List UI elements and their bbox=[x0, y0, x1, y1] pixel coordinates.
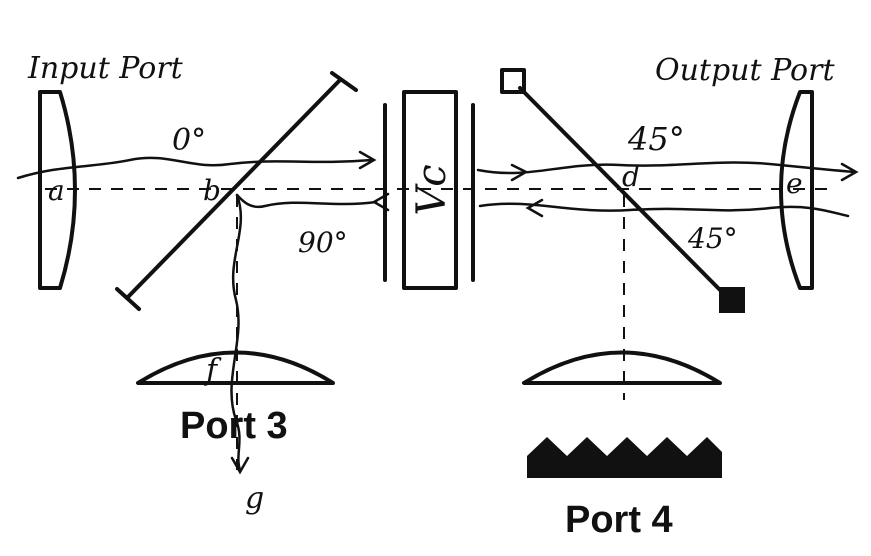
angle-90-label: 90° bbox=[298, 226, 348, 259]
beam-port3-wavy bbox=[230, 193, 243, 472]
point-a-label: a bbox=[48, 174, 65, 207]
beam-output-forward bbox=[476, 161, 857, 175]
beam-splitter bbox=[126, 78, 342, 299]
point-e-label: e bbox=[786, 167, 803, 200]
vc-label: Vc bbox=[409, 164, 455, 215]
beam-return-90deg bbox=[235, 193, 378, 209]
beam-output-return-arrow bbox=[525, 198, 544, 218]
beam-input-0deg-arrow bbox=[358, 150, 377, 170]
beam-splitter-cap-bottom bbox=[115, 287, 141, 311]
beam-input-0deg bbox=[16, 156, 374, 180]
polarizer bbox=[518, 86, 727, 297]
port4-lens bbox=[522, 350, 722, 385]
beam-output-return bbox=[478, 202, 850, 218]
beam-return-90deg-arrow bbox=[371, 192, 390, 212]
input-port-label: Input Port bbox=[27, 51, 184, 86]
vc-modulator bbox=[402, 90, 458, 290]
port3-label: Port 3 bbox=[180, 405, 288, 447]
polarizer-end-filled bbox=[719, 287, 745, 313]
point-g-label: g bbox=[245, 481, 264, 516]
beam-port3-arrow bbox=[230, 456, 250, 475]
angle-0-label: 0° bbox=[172, 123, 206, 158]
port4-label: Port 4 bbox=[565, 499, 673, 541]
point-b-label: b bbox=[203, 174, 221, 207]
port3-lens bbox=[136, 350, 335, 385]
beam-splitter-cap-top bbox=[330, 71, 358, 92]
input-lens bbox=[38, 90, 77, 290]
angle-45-bottom-label: 45° bbox=[687, 222, 738, 255]
polarizer-end-open bbox=[500, 68, 526, 94]
point-d-label: d bbox=[622, 160, 640, 193]
port4-detector bbox=[527, 437, 722, 478]
output-port-label: Output Port bbox=[655, 53, 835, 88]
output-lens bbox=[779, 90, 814, 290]
beam-output-forward-arrow bbox=[840, 162, 859, 182]
beam-input-arrow-in bbox=[510, 163, 529, 182]
angle-45-top-label: 45° bbox=[627, 120, 685, 158]
